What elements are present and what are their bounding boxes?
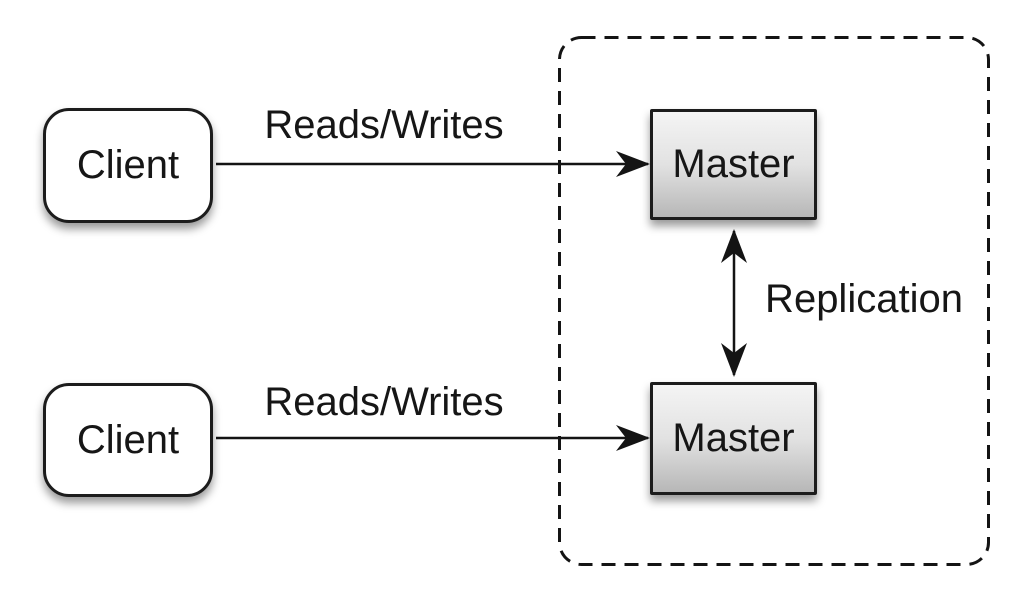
reads-writes-label-bottom: Reads/Writes — [264, 380, 504, 424]
client-node-bottom: Client — [43, 383, 213, 497]
master-node-top: Master — [650, 109, 817, 220]
reads-writes-label-top: Reads/Writes — [264, 103, 504, 147]
client-node-top: Client — [43, 108, 213, 223]
replication-label: Replication — [765, 277, 963, 321]
master-node-bottom: Master — [650, 382, 817, 495]
